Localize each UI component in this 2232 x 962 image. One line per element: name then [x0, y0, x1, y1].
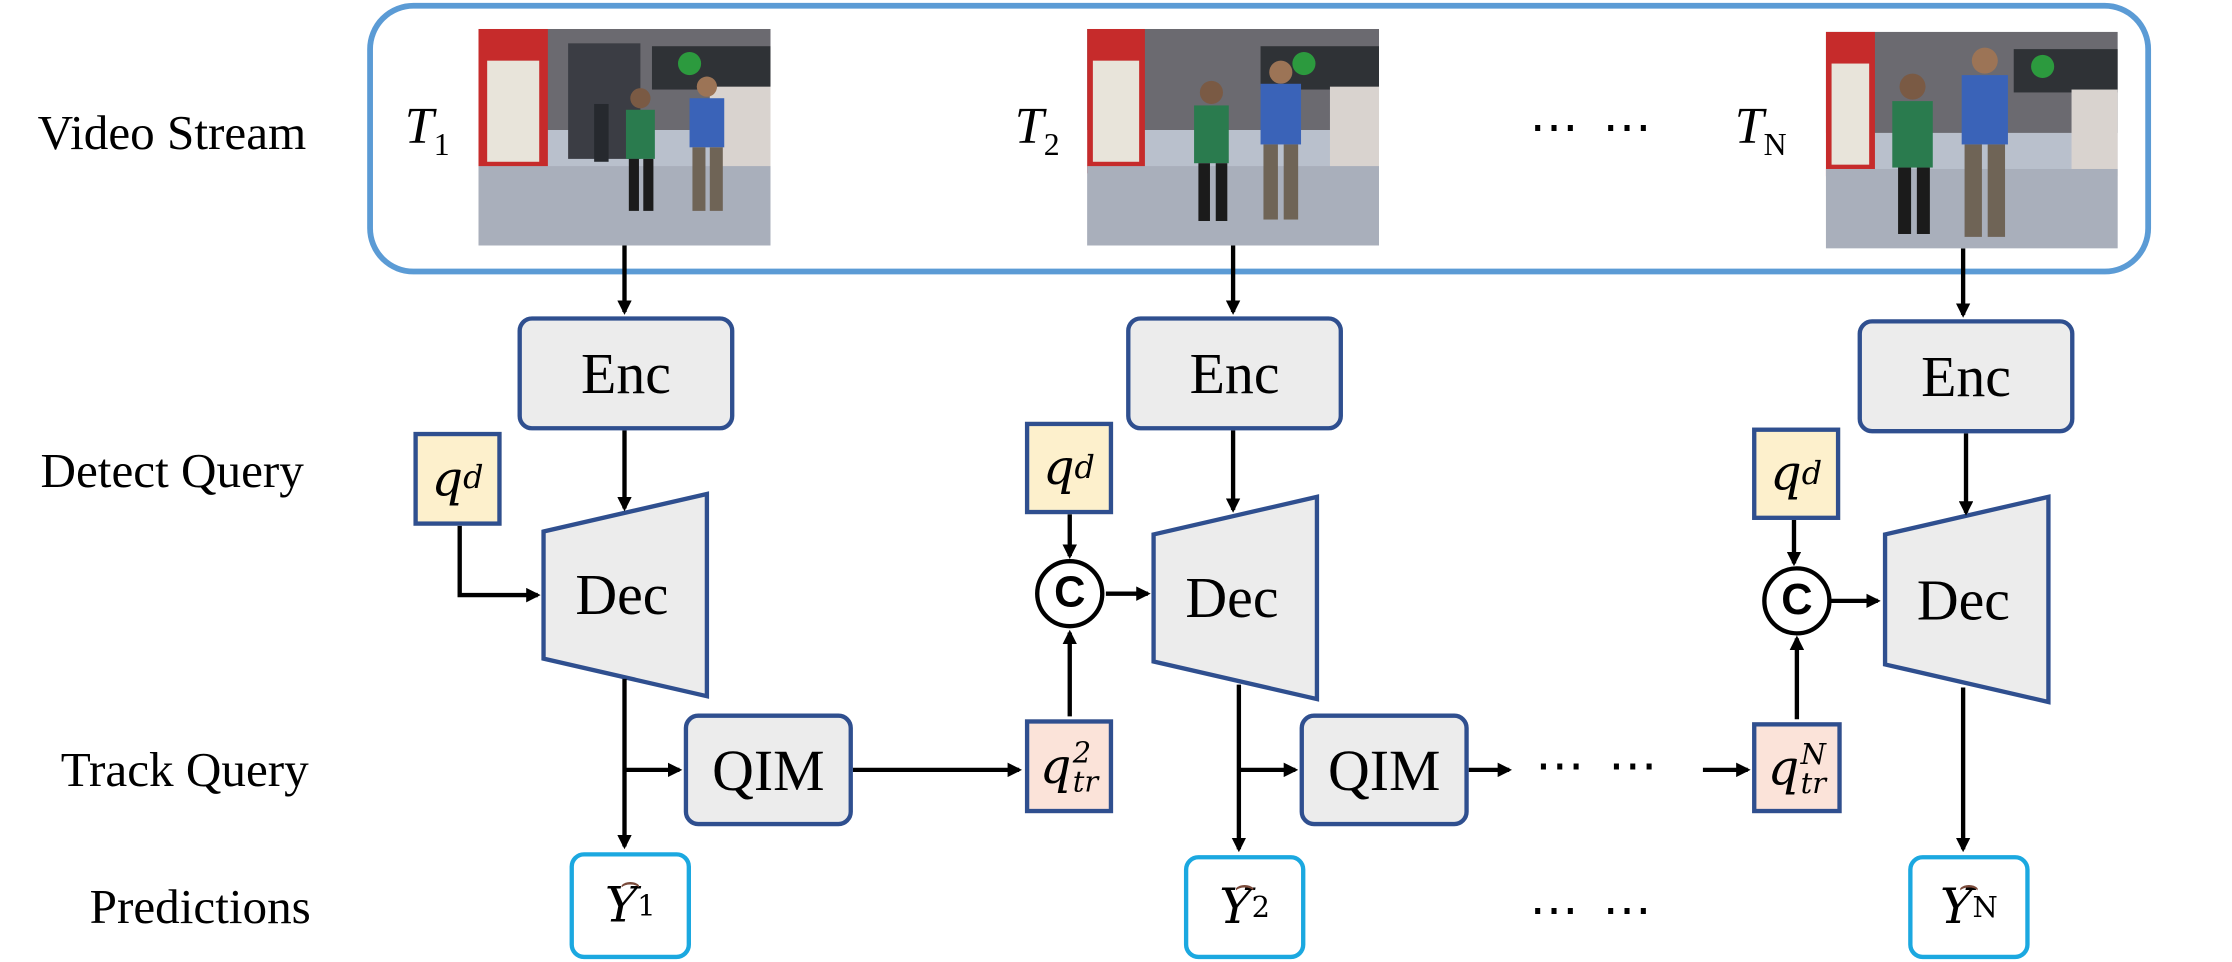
ellipsis-video: ⋯ ⋯ — [1529, 101, 1658, 155]
encoder-2-label: Enc — [1189, 340, 1280, 406]
time-label-n: TN — [1734, 96, 1787, 163]
qim-module-2: QIM — [1299, 713, 1469, 827]
ellipsis-track: ⋯ ⋯ — [1535, 739, 1664, 793]
encoder-2: Enc — [1126, 316, 1343, 431]
time-label-1: T1 — [404, 96, 450, 163]
qim-module-1: QIM — [683, 713, 853, 827]
row-label-detect-query: Detect Query — [40, 444, 304, 499]
qim-2-label: QIM — [1327, 737, 1441, 803]
concat-node-2: C — [1035, 558, 1105, 629]
video-frame-1 — [478, 28, 771, 246]
row-label-video-stream: Video Stream — [37, 106, 307, 161]
time-label-2: T2 — [1014, 96, 1060, 163]
video-frame-2 — [1087, 28, 1380, 246]
concat-node-n: C — [1762, 566, 1832, 636]
decoder-shape-2 — [1151, 494, 1320, 702]
encoder-n: Enc — [1857, 319, 2075, 434]
decoder-n-label: Dec — [1916, 567, 2010, 633]
encoder-n-label: Enc — [1921, 343, 2011, 409]
frame-photo-pedestrians-1 — [478, 28, 771, 246]
arrow-qd1-dec — [457, 525, 541, 603]
frame-photo-pedestrians-2 — [1087, 28, 1380, 246]
decoder-shape-1 — [541, 491, 710, 699]
decoder-shape-3 — [1882, 494, 2051, 705]
video-frame-n — [1825, 31, 2118, 249]
ellipsis-predictions: ⋯ ⋯ — [1529, 883, 1658, 938]
decoder-2-label: Dec — [1185, 564, 1279, 630]
row-label-track-query: Track Query — [60, 743, 309, 798]
qim-1-label: QIM — [712, 737, 825, 803]
video-stream-container — [367, 2, 2152, 275]
encoder-1: Enc — [517, 316, 735, 431]
frame-photo-pedestrians-n — [1825, 31, 2118, 249]
row-label-predictions: Predictions — [89, 881, 311, 935]
encoder-1-label: Enc — [580, 340, 671, 406]
decoder-1-label: Dec — [575, 561, 669, 627]
